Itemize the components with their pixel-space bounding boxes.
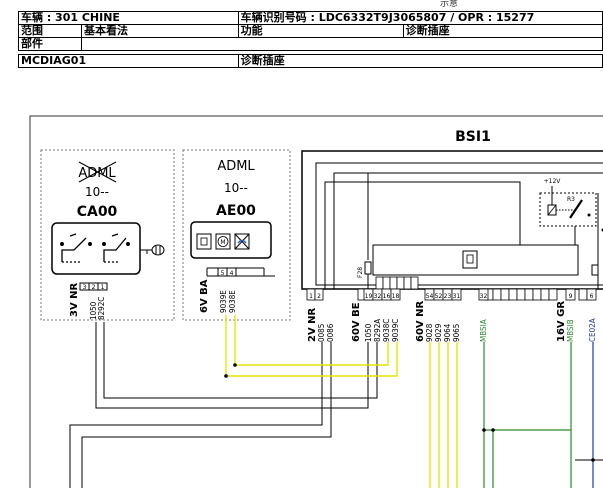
- bsi-wire: 9039C: [391, 319, 400, 342]
- ecu-chip-icon: [196, 233, 212, 250]
- bsi-fuse-right: [591, 264, 599, 276]
- bsi-pin: 2: [317, 293, 321, 300]
- junction-dot: [482, 428, 486, 432]
- ignition-switch-icon: [60, 233, 130, 263]
- code-cell: MCDIAG01: [18, 54, 239, 68]
- junction-dot: [233, 363, 237, 367]
- ca00-pin: 3: [83, 284, 87, 291]
- ca00-cross-2: [78, 161, 117, 183]
- bsi-pin: 19: [365, 293, 373, 300]
- ae00-pin: 5: [221, 270, 225, 277]
- ae00-option: ADML: [217, 159, 255, 174]
- ca00-wire: 8292C: [97, 297, 106, 320]
- info-header-table: 车辆 : 301 CHINE 车辆识别号码 : LDC6332T9J306580…: [18, 11, 603, 68]
- ca00-wire: 1050: [89, 301, 98, 320]
- ae00-dashed-box: [182, 149, 291, 321]
- sheet-frame: [29, 115, 603, 488]
- svg-text:M: M: [220, 239, 225, 246]
- green-wires: [483, 342, 572, 488]
- bsi-wire: 9065: [452, 324, 461, 342]
- bsi-pin: 32: [374, 293, 382, 300]
- ae00-wire: 9039E: [219, 290, 228, 313]
- bsi-wire: MBSIA: [479, 319, 488, 342]
- junction-dot: [224, 374, 228, 378]
- bsi-ecu-icon: [462, 250, 478, 269]
- fuse-icon: F28: [357, 261, 372, 278]
- bsi-ecu-box: [372, 244, 579, 276]
- ae00-name: AE00: [216, 203, 256, 219]
- relay-name: R3: [567, 196, 575, 203]
- bsi-pin: 52: [435, 293, 443, 300]
- ca00-wire-label: 3V NR: [69, 282, 80, 317]
- ca00-pin-strip: 3 2 1: [79, 282, 108, 291]
- bsi-inner-box: [315, 162, 603, 286]
- bsi-pin: 23: [444, 293, 452, 300]
- bsi-wire: 0086: [326, 323, 335, 342]
- ca00-pin: 1: [101, 284, 105, 291]
- junction-dot: [591, 458, 595, 462]
- ae00-wire: 9038E: [228, 290, 237, 313]
- black-wires: [69, 322, 378, 488]
- antenna-icon: [234, 233, 250, 250]
- ae00-level: 10--: [224, 181, 248, 195]
- bsi-wire: 9029: [434, 323, 443, 342]
- bsi-group-label: 60V NR: [415, 300, 426, 342]
- bsi-internal-wire-1: [333, 172, 603, 289]
- yellow-wires: [225, 315, 458, 488]
- ca00-level: 10--: [85, 185, 109, 199]
- bsi-pin: 18: [392, 293, 400, 300]
- bsi-pin: 31: [453, 293, 461, 300]
- relay-icon: [547, 199, 591, 219]
- key-icon: [140, 244, 165, 256]
- bsi-pin: 9: [569, 293, 573, 300]
- bsi-wire: 8292A: [373, 319, 382, 342]
- ca00-dashed-box: [40, 149, 175, 321]
- bsi-wire: 9028: [425, 323, 434, 342]
- ca00-pin: 2: [92, 284, 96, 291]
- ae00-pin: 4: [230, 270, 234, 277]
- bsi-pin: 54: [426, 293, 434, 300]
- ae00-wire-label: 6V BA: [199, 279, 210, 313]
- clipped-top-text: 示意: [440, 0, 459, 9]
- bsi-group-label: 60V BE: [351, 302, 362, 342]
- code-desc-cell: 诊断插座: [237, 54, 603, 68]
- relay-dashed-box: [539, 192, 597, 227]
- bsi-outer-box: [301, 150, 603, 290]
- bsi-pin: 32: [480, 293, 488, 300]
- bsi-name: BSI1: [455, 129, 491, 145]
- bsi-wire: 9064: [443, 323, 452, 342]
- bsi-pin: 16: [383, 293, 391, 300]
- bsi-wire: 0085: [317, 324, 326, 342]
- ca00-name: CA00: [77, 204, 118, 220]
- bsi-group-label: 2V NR: [307, 307, 318, 342]
- bsi-wire: CE02A: [588, 318, 597, 342]
- relay-supply: +12V: [544, 178, 562, 185]
- junction-dot: [491, 428, 495, 432]
- bsi-fuse: F28: [357, 267, 364, 278]
- bsi-pin: 1: [309, 293, 313, 300]
- bsi-pin-labels: 1 2 19 32 16 18 54 52 23 31 32 9 6: [306, 288, 597, 301]
- bsi-wire: MBSIB: [566, 319, 575, 342]
- motor-icon: M: [215, 233, 231, 250]
- bsi-pin: 6: [590, 293, 594, 300]
- ca00-switch-body: [51, 222, 141, 275]
- bsi-wire: 1050: [364, 323, 373, 342]
- bsi-internal-wire-2: [324, 181, 521, 289]
- bsi-wire: 9038C: [382, 319, 391, 342]
- bsi-group-label: 16V GR: [556, 301, 567, 342]
